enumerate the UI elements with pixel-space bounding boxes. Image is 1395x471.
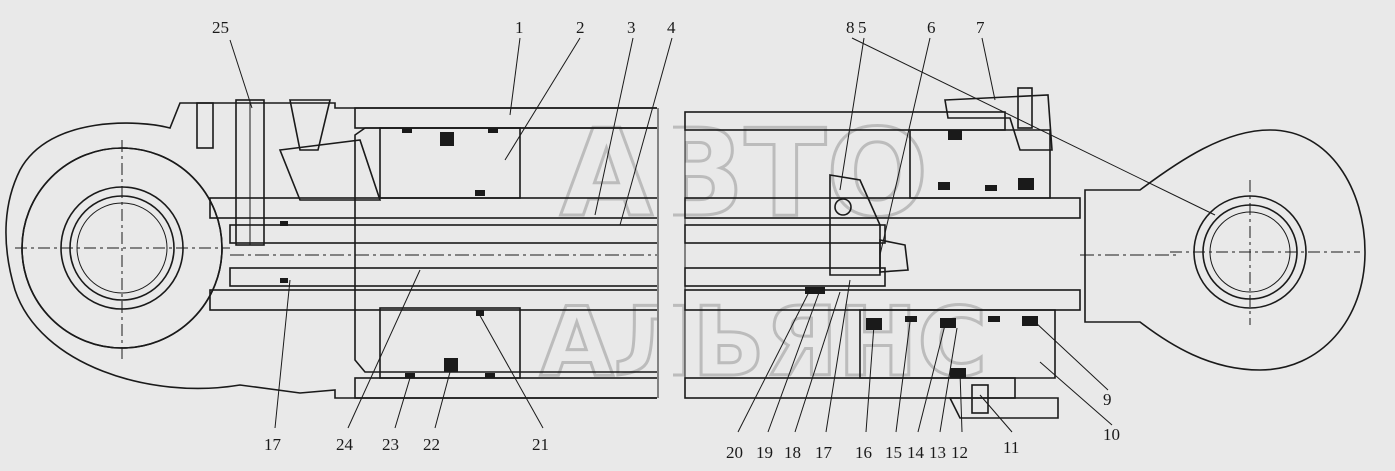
callout-14: 14 xyxy=(907,443,925,462)
callout-17-right: 17 xyxy=(815,443,833,462)
callout-11: 11 xyxy=(1003,438,1019,457)
callout-numbers: 25 1 2 3 4 5 6 7 8 17 24 23 22 21 20 19 … xyxy=(212,18,1120,462)
callout-6: 6 xyxy=(927,18,936,37)
callout-18: 18 xyxy=(784,443,801,462)
callout-5: 5 xyxy=(858,18,867,37)
callout-4: 4 xyxy=(667,18,676,37)
callout-17-left: 17 xyxy=(264,435,282,454)
callout-22: 22 xyxy=(423,435,440,454)
callout-25: 25 xyxy=(212,18,229,37)
callout-10: 10 xyxy=(1103,425,1120,444)
callout-9: 9 xyxy=(1103,390,1112,409)
callout-20: 20 xyxy=(726,443,743,462)
callout-3: 3 xyxy=(627,18,636,37)
callout-21: 21 xyxy=(532,435,549,454)
callout-15: 15 xyxy=(885,443,902,462)
callout-16: 16 xyxy=(855,443,872,462)
leader-lines xyxy=(229,37,1216,433)
watermark: АВТО АЛЬЯНС xyxy=(539,104,989,400)
callout-7: 7 xyxy=(976,18,985,37)
callout-12: 12 xyxy=(951,443,968,462)
callout-24: 24 xyxy=(336,435,354,454)
callout-19: 19 xyxy=(756,443,773,462)
callout-8: 8 xyxy=(846,18,855,37)
callout-23: 23 xyxy=(382,435,399,454)
callout-1: 1 xyxy=(515,18,524,37)
watermark-line1: АВТО xyxy=(560,105,928,244)
callout-2: 2 xyxy=(576,18,585,37)
callout-13: 13 xyxy=(929,443,946,462)
right-eye xyxy=(1080,129,1366,371)
